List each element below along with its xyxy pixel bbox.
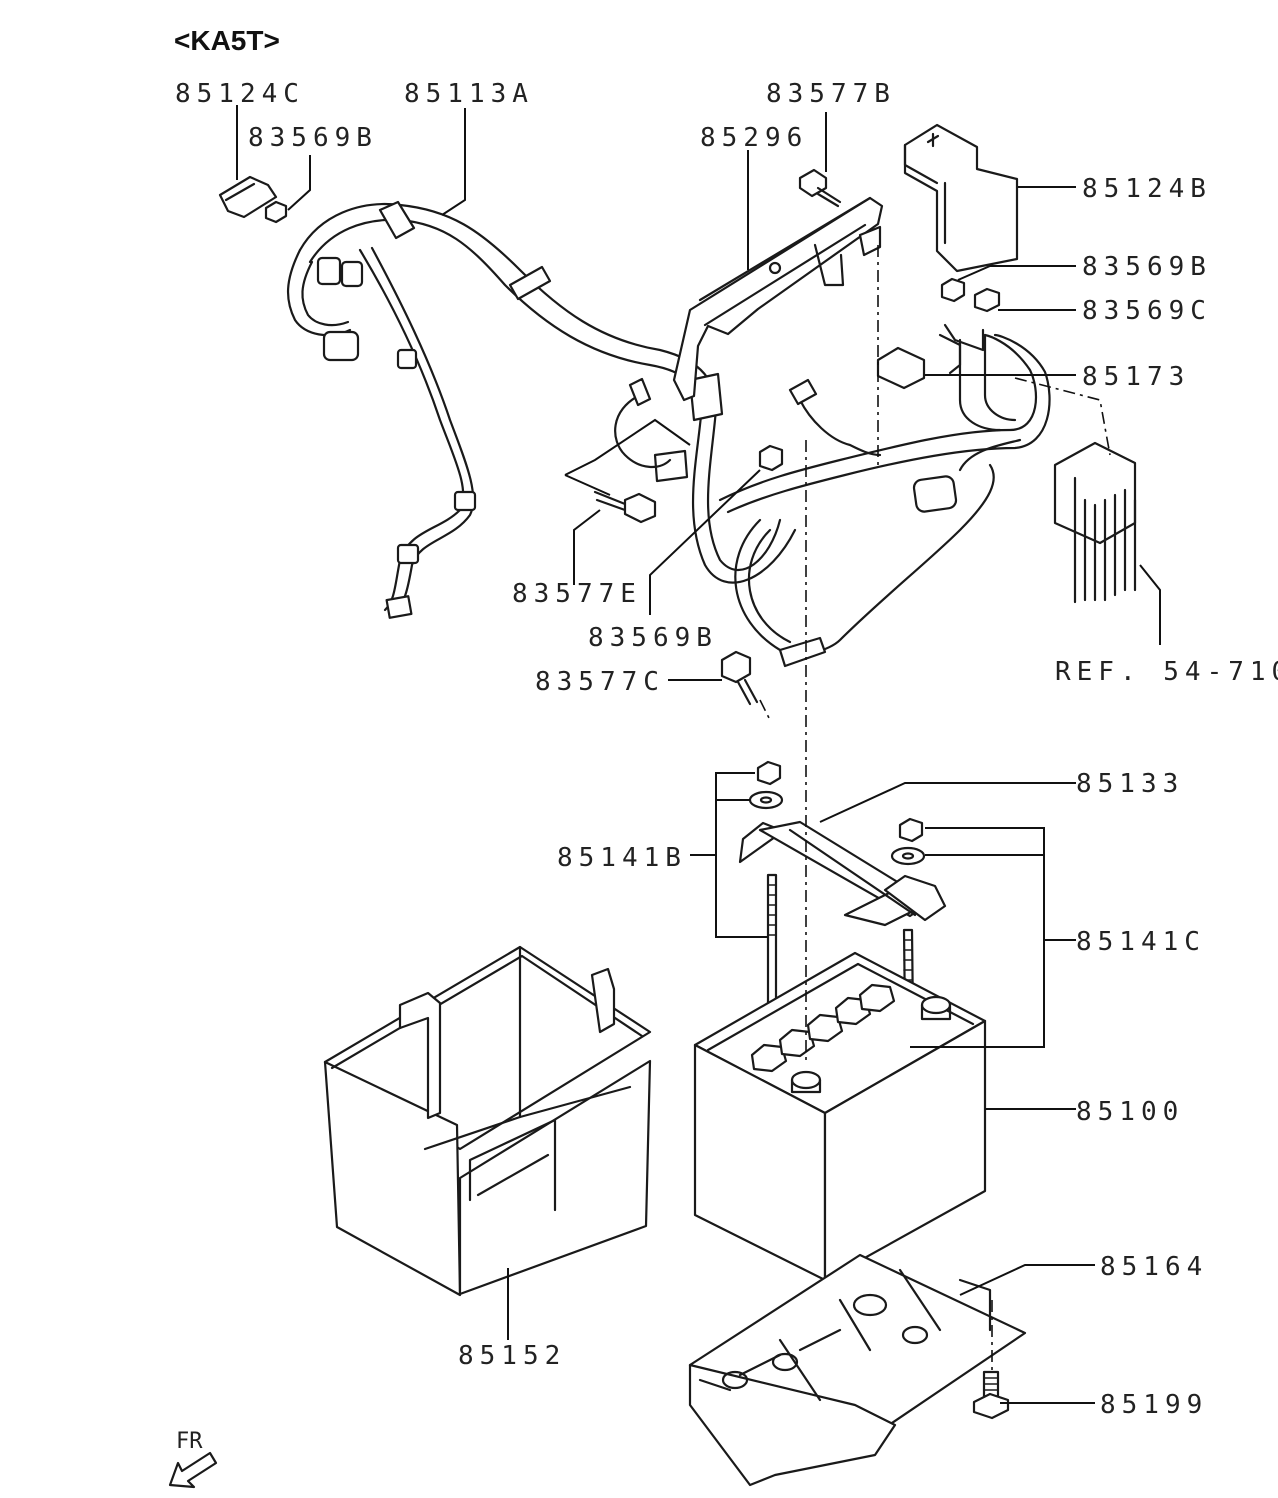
label-85124C[interactable]: 85124C — [175, 79, 305, 109]
part-labels: 85124C 85113A 83569B 83577B 85296 85124B… — [175, 79, 1278, 1420]
label-85164[interactable]: 85164 — [1100, 1252, 1208, 1282]
label-85124B[interactable]: 85124B — [1082, 174, 1212, 204]
label-85141C[interactable]: 85141C — [1076, 927, 1206, 957]
front-arrow-icon — [168, 1451, 218, 1489]
label-83569B-top[interactable]: 83569B — [248, 123, 378, 153]
alignment-lines — [759, 245, 1111, 1372]
front-direction-indicator: FR — [168, 1429, 218, 1489]
base-bracket-85164[interactable] — [688, 1253, 1027, 1487]
label-83569C[interactable]: 83569C — [1082, 296, 1212, 326]
bolt-83577C[interactable] — [720, 650, 759, 706]
leader-lines — [236, 105, 1161, 1404]
fuse-block-ref[interactable] — [1053, 441, 1137, 604]
label-85199[interactable]: 85199 — [1100, 1390, 1208, 1420]
label-83577E[interactable]: 83577E — [512, 579, 642, 609]
nut-83569B-top-left[interactable] — [264, 200, 288, 224]
nut-83569C[interactable] — [973, 287, 1001, 313]
label-85141B[interactable]: 85141B — [557, 843, 687, 873]
diagram-title: <KA5T> — [174, 25, 280, 56]
bolt-83577E[interactable] — [593, 490, 657, 524]
label-85133[interactable]: 85133 — [1076, 769, 1184, 799]
label-85173[interactable]: 85173 — [1082, 362, 1190, 392]
bolt-83577B[interactable] — [798, 168, 842, 208]
harness-85113A[interactable] — [286, 200, 1051, 668]
label-85152[interactable]: 85152 — [458, 1341, 566, 1371]
label-ref-54-710[interactable]: REF. 54-710 — [1055, 657, 1278, 687]
label-83569B-right[interactable]: 83569B — [1082, 252, 1212, 282]
terminal-85173[interactable] — [876, 323, 1017, 432]
clamp-85133[interactable] — [738, 820, 947, 927]
label-85113A[interactable]: 85113A — [404, 79, 534, 109]
nut-83569B-right[interactable] — [940, 277, 966, 303]
nut-83569B-center[interactable] — [758, 444, 784, 472]
battery-85100[interactable] — [693, 951, 987, 1282]
bolt-85199[interactable] — [972, 1370, 1010, 1420]
bracket-85296[interactable] — [672, 196, 884, 402]
cover-85124B[interactable] — [903, 123, 1019, 273]
label-83577C[interactable]: 83577C — [535, 667, 665, 697]
tray-85152[interactable] — [323, 945, 652, 1297]
cap-85124C[interactable] — [218, 175, 278, 219]
fr-label: FR — [176, 1429, 203, 1454]
label-83577B[interactable]: 83577B — [766, 79, 896, 109]
rod-85141B[interactable] — [748, 760, 784, 1007]
label-85100[interactable]: 85100 — [1076, 1097, 1184, 1127]
label-85296[interactable]: 85296 — [700, 123, 808, 153]
label-83569B-center[interactable]: 83569B — [588, 623, 718, 653]
